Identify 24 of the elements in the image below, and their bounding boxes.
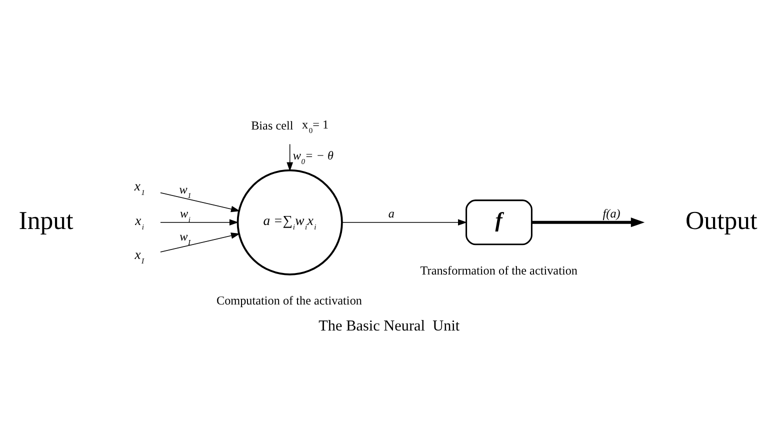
edge-label: w$_{i}$: [180, 206, 190, 224]
edge-label: w$_{0}$= − θ: [292, 148, 334, 166]
node-circle: a =∑$_{i}$w$_{i}$x$_{i}$: [236, 168, 343, 275]
caption: The Basic Neural Unit: [318, 316, 460, 334]
arrow: [160, 192, 240, 212]
edge-label: w$_{1}$: [179, 182, 192, 200]
node-text: x$_{I}$: [134, 246, 144, 266]
node-text: x$_{i}$: [135, 212, 144, 231]
edge-label: a: [388, 206, 394, 220]
label: Input: [18, 205, 74, 234]
arrow: [532, 217, 645, 227]
node-box: f: [466, 199, 532, 245]
arrow: [286, 143, 294, 171]
arrow: [160, 218, 239, 226]
node-text: Bias cell: [251, 118, 294, 132]
node-label: Transformation of the activation: [420, 263, 578, 278]
arrow: [160, 232, 240, 252]
node-label: x$_{0}$= 1: [302, 117, 329, 135]
edge-label: f(a): [602, 206, 620, 220]
arrow: [342, 218, 468, 226]
node-text: x$_{1}$: [134, 178, 145, 197]
node-label: Computation of the activation: [216, 292, 362, 307]
edge-label: w$_{I}$: [180, 228, 190, 246]
label: Output: [685, 205, 758, 234]
